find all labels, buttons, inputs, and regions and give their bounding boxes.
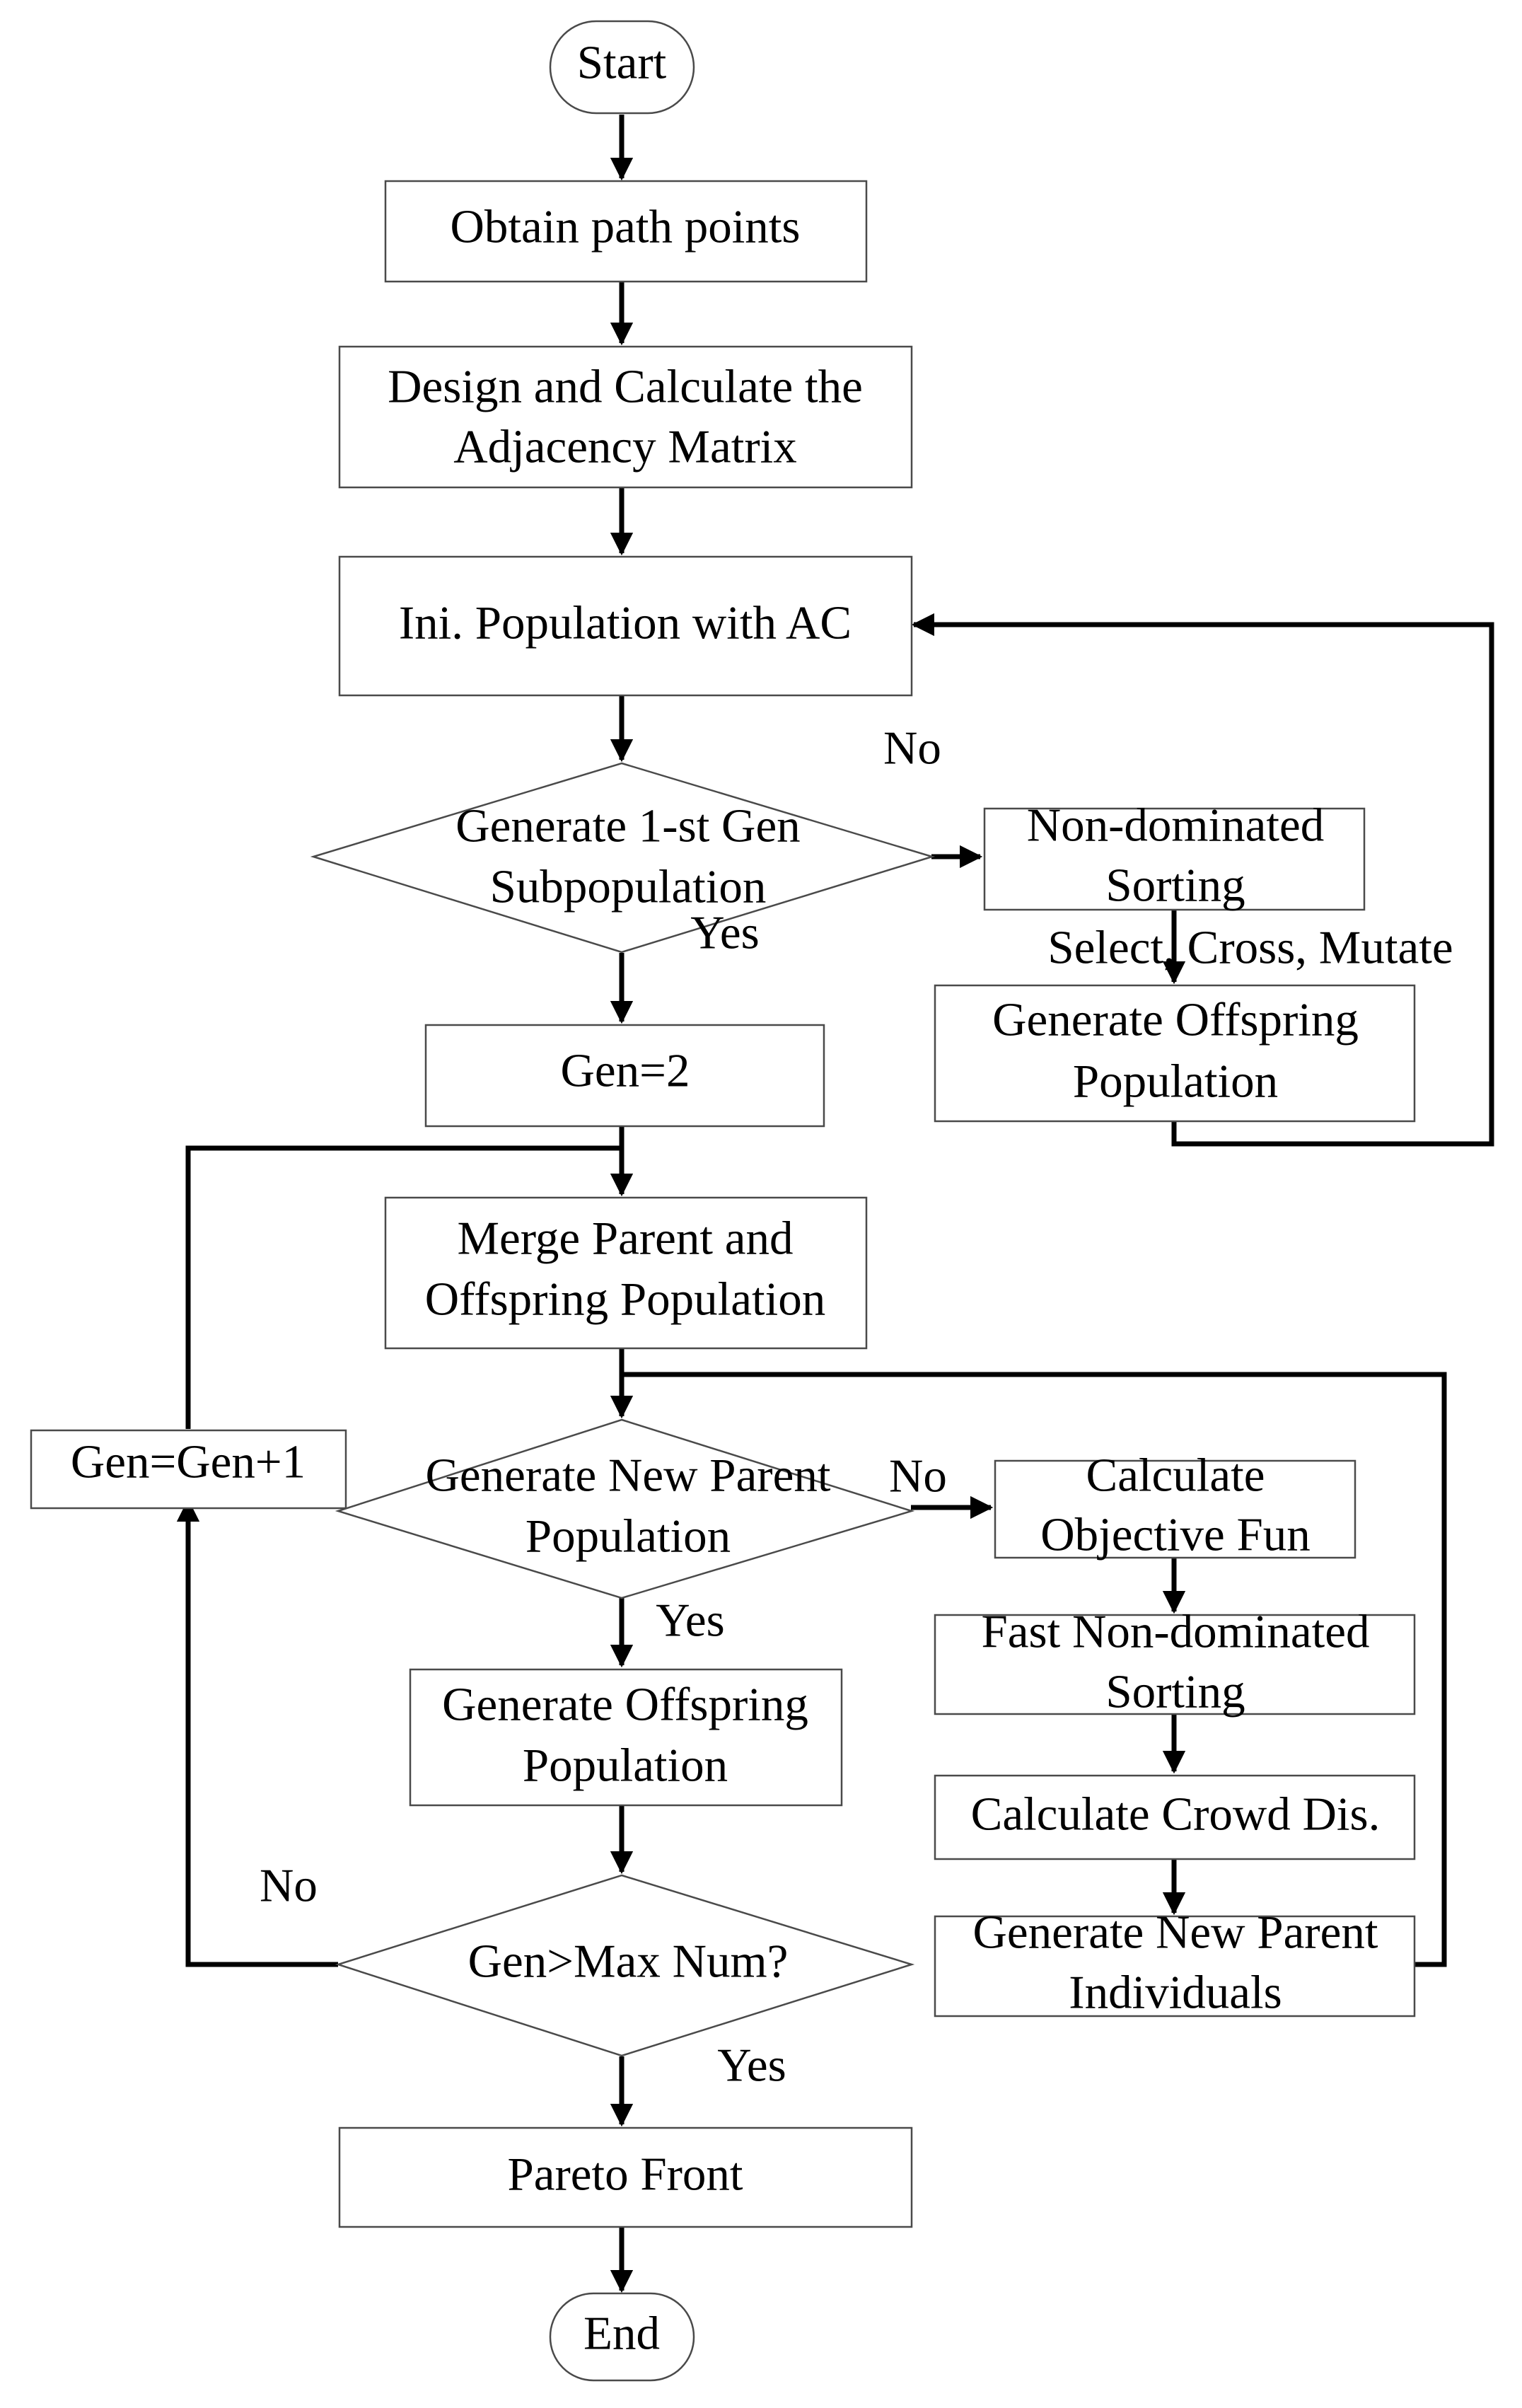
new-parent-population-decision: Generate New Parent Population xyxy=(335,1418,915,1599)
crowd-distance-label: Calculate Crowd Dis. xyxy=(971,1788,1381,1840)
label-no-max: No xyxy=(260,1859,318,1911)
new-parent-population-label-line2: Population xyxy=(525,1510,731,1562)
fast-non-dominated-label-line2: Sorting xyxy=(1105,1665,1245,1718)
design-adjacency-box: Design and Calculate the Adjacency Matri… xyxy=(338,345,913,489)
offspring-top-box: Generate Offspring Population xyxy=(934,984,1416,1123)
label-yes-max: Yes xyxy=(717,2039,786,2091)
offspring-mid-label-line1: Generate Offspring xyxy=(442,1678,808,1730)
design-adjacency-label-line1: Design and Calculate the xyxy=(388,360,863,412)
gen2-label: Gen=2 xyxy=(561,1044,690,1096)
start-label: Start xyxy=(577,36,667,88)
pareto-front-box: Pareto Front xyxy=(338,2126,913,2228)
merge-population-box: Merge Parent and Offspring Population xyxy=(384,1196,868,1350)
pareto-front-label: Pareto Front xyxy=(507,2148,743,2200)
obtain-path-points-label: Obtain path points xyxy=(450,200,800,253)
offspring-top-label-line2: Population xyxy=(1073,1055,1278,1107)
offspring-top-label-line1: Generate Offspring xyxy=(992,993,1359,1046)
non-dominated-sorting-label-line2: Sorting xyxy=(1105,859,1245,911)
edge-offspring-top-loop-to-init xyxy=(911,613,1494,1147)
init-population-box: Ini. Population with AC xyxy=(338,555,913,697)
max-num-decision: Gen>Max Num? xyxy=(335,1874,915,2057)
edge-max-check-no-to-gen-inc xyxy=(176,1498,338,1967)
gen2-box: Gen=2 xyxy=(424,1024,825,1128)
edges xyxy=(176,115,1494,2293)
label-select-cross-mutate: Select, Cross, Mutate xyxy=(1047,921,1453,973)
obtain-path-points-box: Obtain path points xyxy=(384,180,868,283)
merge-population-label-line1: Merge Parent and xyxy=(457,1212,793,1264)
offspring-mid-box: Generate Offspring Population xyxy=(409,1668,843,1807)
non-dominated-sorting-box: Non-dominated Sorting xyxy=(983,799,1366,911)
calculate-objective-label-line2: Objective Fun xyxy=(1040,1508,1310,1561)
label-yes-gen1: Yes xyxy=(690,906,760,959)
gen1-subpopulation-label-line1: Generate 1-st Gen xyxy=(455,799,800,852)
new-parent-individuals-label-line1: Generate New Parent xyxy=(973,1906,1378,1958)
end-label: End xyxy=(583,2307,660,2359)
calculate-objective-box: Calculate Objective Fun xyxy=(994,1449,1357,1561)
gen-increment-label: Gen=Gen+1 xyxy=(71,1435,306,1488)
design-adjacency-label-line2: Adjacency Matrix xyxy=(453,420,797,473)
offspring-mid-label-line2: Population xyxy=(523,1739,728,1791)
crowd-distance-box: Calculate Crowd Dis. xyxy=(934,1774,1416,1860)
edge-labels: No Yes Select, Cross, Mutate No Yes No Y… xyxy=(260,722,1453,2091)
gen1-subpopulation-decision: Generate 1-st Gen Subpopulation xyxy=(310,762,936,954)
label-no-gen1: No xyxy=(883,722,941,774)
gen1-subpopulation-label-line2: Subpopulation xyxy=(490,860,767,913)
fast-non-dominated-label-line1: Fast Non-dominated xyxy=(982,1605,1370,1657)
end-node: End xyxy=(549,2292,695,2382)
start-node: Start xyxy=(549,20,695,115)
calculate-objective-label-line1: Calculate xyxy=(1086,1449,1265,1501)
new-parent-individuals-box: Generate New Parent Individuals xyxy=(934,1906,1416,2018)
gen-increment-box: Gen=Gen+1 xyxy=(30,1429,347,1510)
new-parent-individuals-label-line2: Individuals xyxy=(1069,1966,1282,2018)
label-yes-new-parent: Yes xyxy=(656,1594,725,1646)
new-parent-population-label-line1: Generate New Parent xyxy=(426,1449,831,1501)
init-population-label: Ini. Population with AC xyxy=(399,596,852,649)
fast-non-dominated-box: Fast Non-dominated Sorting xyxy=(934,1605,1416,1718)
edge-new-ind-loop-to-new-parent xyxy=(622,1372,1447,1967)
non-dominated-sorting-label-line1: Non-dominated xyxy=(1027,799,1325,851)
label-no-new-parent: No xyxy=(889,1449,947,1502)
edge-gen-inc-loop-to-merge xyxy=(185,1145,622,1429)
max-num-label: Gen>Max Num? xyxy=(468,1935,789,1987)
merge-population-label-line2: Offspring Population xyxy=(425,1273,825,1325)
